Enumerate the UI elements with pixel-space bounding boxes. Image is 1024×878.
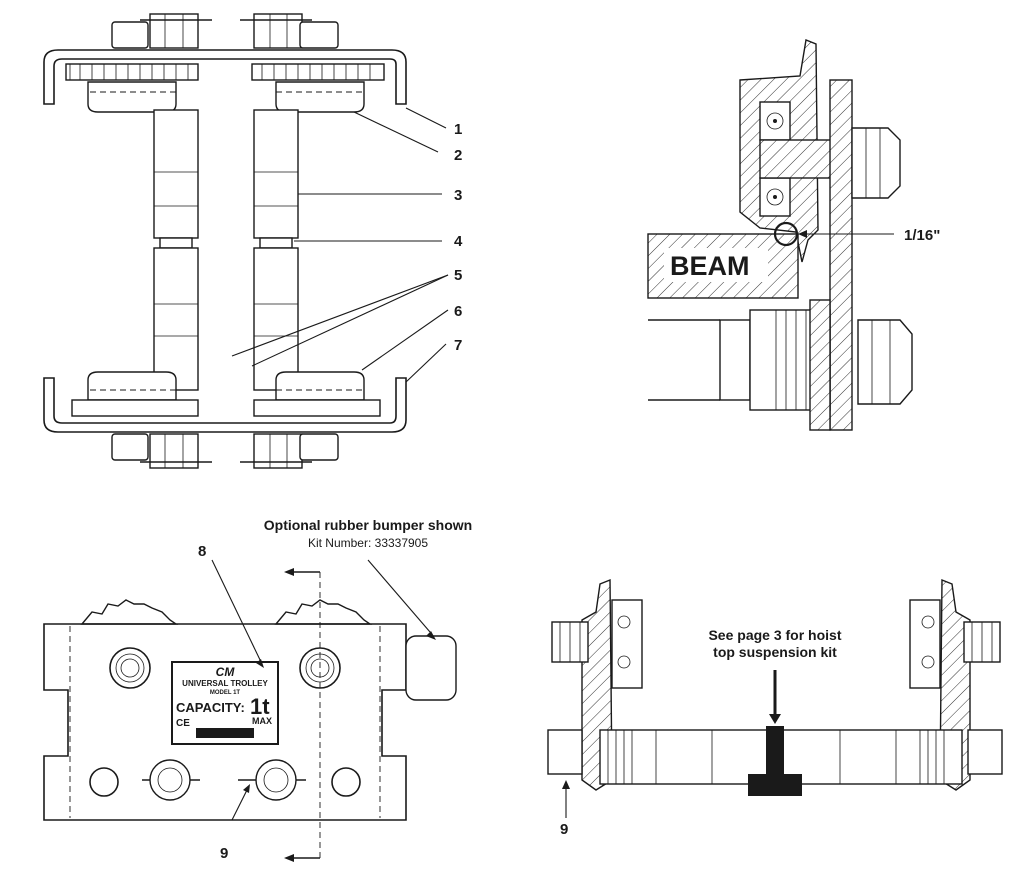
suspension-note-line1: See page 3 for hoist [708, 627, 841, 643]
callout-4: 4 [454, 233, 463, 250]
axle-shafts [153, 109, 299, 391]
callout-3: 3 [454, 187, 462, 204]
upper-gear-wheels [65, 63, 385, 113]
upper-side-plate [43, 49, 407, 105]
suspension-lug [766, 726, 784, 774]
lower-bolt-heads [111, 433, 339, 469]
top-view: 1 2 3 4 5 6 7 [43, 13, 463, 469]
side-view: CM UNIVERSAL TROLLEY MODEL 1T CAPACITY: … [43, 517, 472, 862]
suspension-note-line2: top suspension kit [713, 644, 837, 660]
gap-indicator [773, 221, 799, 247]
callout-6: 6 [454, 303, 462, 320]
gear-top-right [274, 599, 373, 625]
beam-detail: BEAM 1/16" [647, 39, 940, 431]
top-view-leaders [231, 107, 449, 383]
bumper-note-kit: Kit Number: 33337905 [308, 536, 428, 550]
nameplate-capacity-value: 1t [250, 694, 270, 719]
lower-side-plate [43, 377, 407, 433]
lower-wheels [71, 371, 381, 417]
nameplate-capacity-max: MAX [252, 716, 272, 726]
front-section-view: See page 3 for hoist top suspension kit … [547, 578, 1003, 838]
callout-5: 5 [454, 267, 462, 284]
callout-7: 7 [454, 337, 462, 354]
nameplate-capacity-label: CAPACITY: [176, 700, 245, 715]
nameplate-model: MODEL 1T [210, 690, 241, 696]
side-plate-section [829, 79, 853, 431]
rubber-bumper [405, 635, 457, 701]
nameplate-ce: CE [176, 718, 190, 729]
callout-9-front: 9 [560, 821, 568, 838]
side-plate [43, 623, 407, 821]
callout-9-side: 9 [220, 845, 228, 862]
callout-8: 8 [198, 543, 206, 560]
callout-2: 2 [454, 147, 462, 164]
nameplate-product: UNIVERSAL TROLLEY [182, 679, 268, 688]
castle-nuts [142, 759, 306, 801]
bumper-note-title: Optional rubber bumper shown [264, 517, 472, 533]
gear-top-left [80, 599, 179, 625]
nameplate: CM UNIVERSAL TROLLEY MODEL 1T CAPACITY: … [171, 661, 279, 745]
upper-bolt-heads [111, 13, 339, 49]
gap-label: 1/16" [904, 227, 940, 244]
callout-1: 1 [454, 121, 462, 138]
nameplate-logo: CM [216, 665, 236, 679]
beam-label: BEAM [670, 251, 750, 281]
